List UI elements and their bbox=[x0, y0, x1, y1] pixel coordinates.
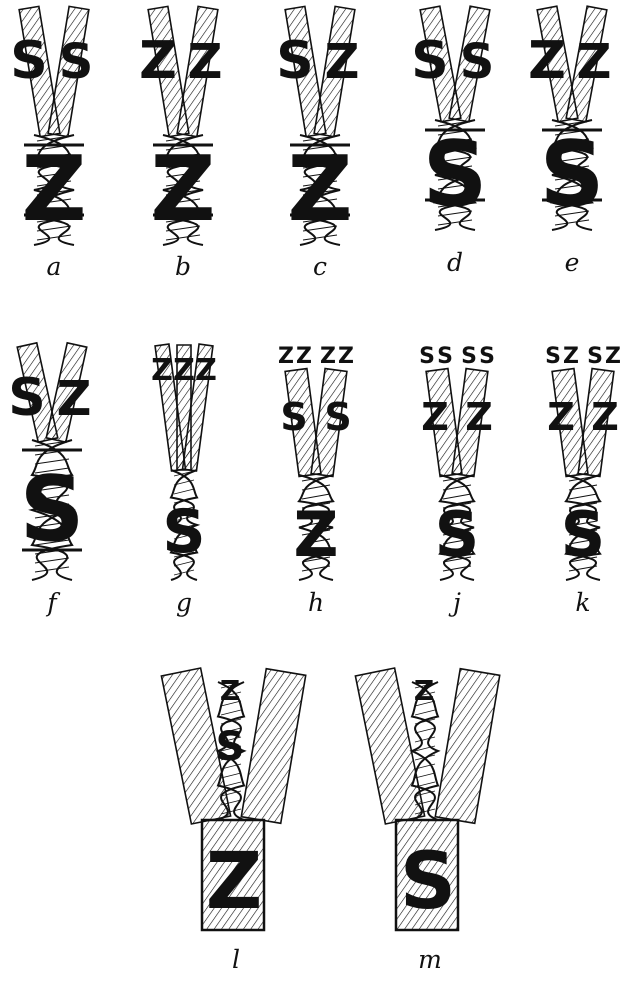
caption-j: j bbox=[437, 588, 477, 618]
strand-letter: Z bbox=[296, 344, 312, 369]
strand-letter: S bbox=[460, 34, 495, 90]
ply-letter: S bbox=[324, 395, 351, 439]
strand-letter: Z bbox=[139, 31, 177, 91]
ply-letter: Z bbox=[547, 395, 575, 439]
ply-letter: Z bbox=[421, 395, 449, 439]
yarn-twist-letter: Z bbox=[21, 137, 86, 242]
strand-letter: S bbox=[59, 34, 94, 90]
strand-letter: Z bbox=[605, 344, 621, 369]
caption-l: l bbox=[216, 945, 256, 975]
strand-letter: Z bbox=[151, 353, 173, 388]
strand-letter: Z bbox=[320, 344, 336, 369]
strand-letter: Z bbox=[57, 371, 92, 427]
strand-letter: S bbox=[216, 724, 245, 770]
ply-letter: Z bbox=[591, 395, 619, 439]
strand-letter: Z bbox=[278, 344, 294, 369]
ply-letter: S bbox=[280, 395, 307, 439]
caption-f: f bbox=[32, 588, 72, 618]
cord-right bbox=[241, 669, 305, 824]
strand-letter: Z bbox=[325, 34, 360, 90]
yarn-twist-letter: S bbox=[540, 122, 605, 227]
strand-letter: Z bbox=[220, 674, 240, 707]
ply-letter: Z bbox=[465, 395, 493, 439]
strand-letter: S bbox=[461, 344, 477, 369]
strand-letter: Z bbox=[414, 674, 434, 707]
caption-b: b bbox=[163, 252, 203, 282]
strand-letter: S bbox=[8, 368, 45, 428]
strand-letter: S bbox=[419, 344, 435, 369]
strand-letter: S bbox=[545, 344, 561, 369]
caption-c: c bbox=[300, 252, 340, 282]
strand-letter: Z bbox=[528, 31, 566, 91]
caption-h: h bbox=[296, 588, 336, 618]
yarn-twist-letter: S bbox=[162, 497, 205, 567]
strand-letter: S bbox=[10, 31, 47, 91]
caption-k: k bbox=[563, 588, 603, 618]
caption-d: d bbox=[435, 248, 475, 278]
caption-m: m bbox=[410, 945, 450, 975]
strand-letter: S bbox=[276, 31, 313, 91]
yarn-twist-letter: S bbox=[561, 498, 606, 571]
strand-letter: S bbox=[411, 31, 448, 91]
caption-g: g bbox=[164, 588, 204, 618]
strand-letter: S bbox=[437, 344, 453, 369]
cable-twist-letter: Z bbox=[206, 837, 263, 927]
cable-twist-letter: S bbox=[400, 837, 456, 927]
strand-letter: Z bbox=[338, 344, 354, 369]
strand-letter: Z bbox=[195, 353, 217, 388]
yarn-twist-letter: Z bbox=[294, 498, 339, 571]
yarn-twist-letter: S bbox=[435, 498, 480, 571]
strand-letter: Z bbox=[563, 344, 579, 369]
strand-letter: Z bbox=[577, 34, 612, 90]
yarn-twist-letter: Z bbox=[150, 137, 215, 242]
caption-e: e bbox=[552, 248, 592, 278]
caption-a: a bbox=[34, 252, 74, 282]
strand-letter: S bbox=[587, 344, 603, 369]
yarn-twist-letter: Z bbox=[287, 137, 352, 242]
strand-letter: Z bbox=[173, 353, 195, 388]
yarn-twist-letter: S bbox=[423, 122, 488, 227]
strand-letter: Z bbox=[188, 34, 223, 90]
cord-right bbox=[435, 669, 499, 824]
yarn-twist-letter: S bbox=[20, 457, 85, 562]
strand-letter: S bbox=[479, 344, 495, 369]
